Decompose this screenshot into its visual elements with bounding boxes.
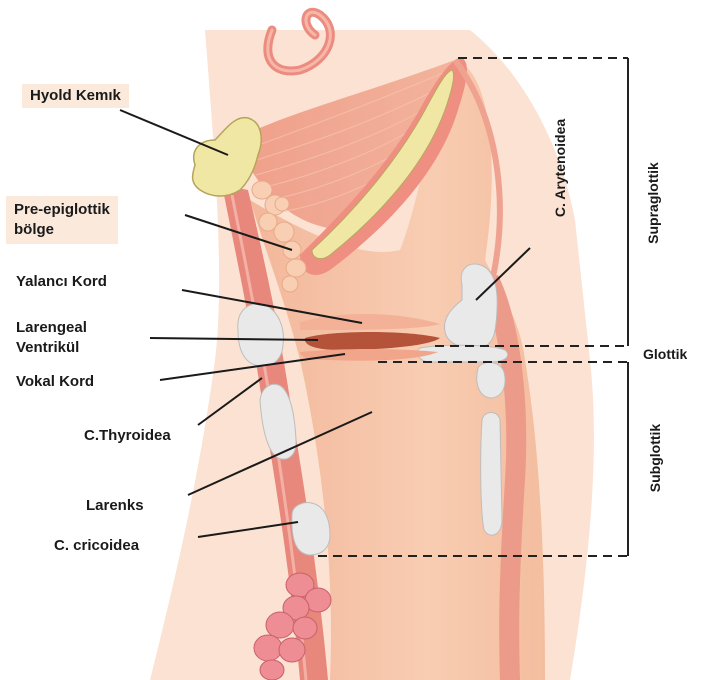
label-laryngeal-ventricle: Larengeal Ventrikül: [16, 318, 87, 358]
label-larynx: Larenks: [86, 496, 144, 516]
label-pre-epiglottic: Pre-epiglottik bölge: [6, 196, 118, 244]
label-vocal-cord: Vokal Kord: [16, 372, 94, 392]
label-laryngeal-ventricle-line1: Larengeal: [16, 318, 87, 338]
label-false-vocal-cord: Yalancı Kord: [16, 272, 107, 292]
label-pre-epiglottic-line2: bölge: [14, 220, 110, 240]
label-laryngeal-ventricle-line2: Ventrikül: [16, 338, 87, 358]
label-subglottic: Subglottik: [647, 413, 663, 503]
label-hyoid-bone: Hyold Kemık: [22, 84, 129, 108]
label-thyroid-cartilage: C.Thyroidea: [84, 426, 171, 446]
label-supraglottic: Supraglottik: [645, 153, 661, 253]
label-arytenoid-cartilage: C. Arytenoidea: [552, 108, 568, 228]
label-cricoid-cartilage: C. cricoidea: [54, 536, 139, 556]
cricoid-posterior-lower: [481, 413, 502, 536]
label-glottic: Glottik: [643, 344, 687, 364]
cricoid-posterior-upper: [477, 362, 505, 398]
label-pre-epiglottic-line1: Pre-epiglottik: [14, 200, 110, 220]
